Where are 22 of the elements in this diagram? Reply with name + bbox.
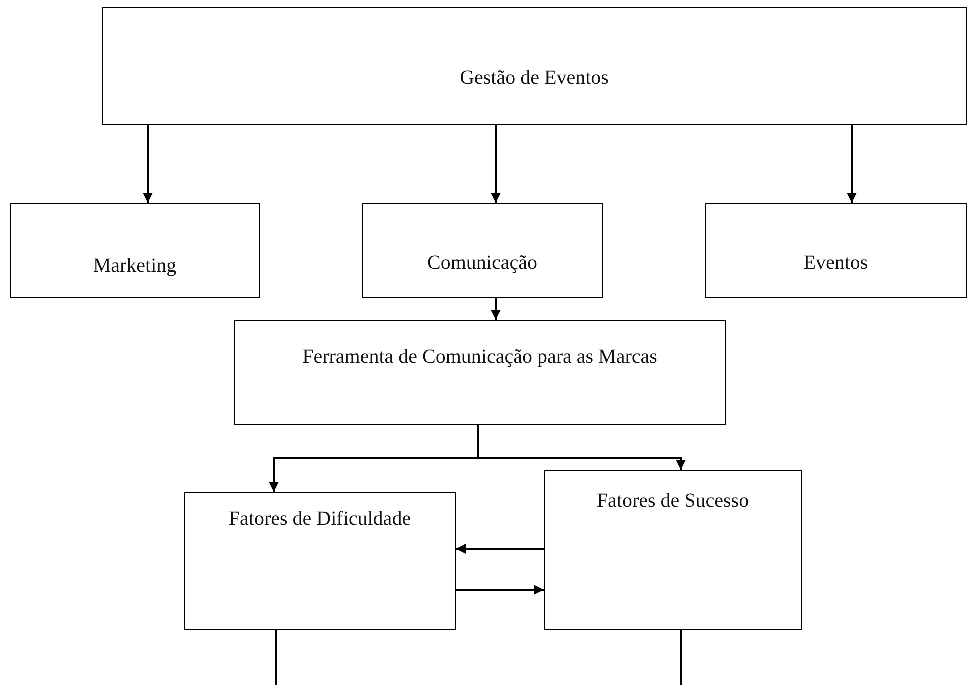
arrow xyxy=(143,125,153,203)
process-box xyxy=(102,7,967,125)
box-label: Gestão de Eventos xyxy=(459,66,610,91)
box-label: Fatores de Sucesso xyxy=(596,489,750,514)
process-box xyxy=(544,470,802,630)
process-box xyxy=(184,492,456,630)
arrow xyxy=(456,544,544,554)
process-box xyxy=(705,203,967,298)
arrow xyxy=(491,125,501,203)
box-label: Marketing xyxy=(92,254,178,279)
process-box xyxy=(362,203,603,298)
connector-line xyxy=(275,630,277,685)
connector-line xyxy=(680,630,682,685)
box-label: Comunicação xyxy=(426,251,538,276)
arrow xyxy=(491,298,501,320)
box-label: Fatores de Dificuldade xyxy=(228,507,412,532)
process-box xyxy=(10,203,260,298)
process-box xyxy=(234,320,726,425)
arrow xyxy=(847,125,857,203)
box-label: Ferramenta de Comunicação para as Marcas xyxy=(302,345,658,370)
arrow xyxy=(456,585,544,595)
box-label: Eventos xyxy=(802,251,870,276)
